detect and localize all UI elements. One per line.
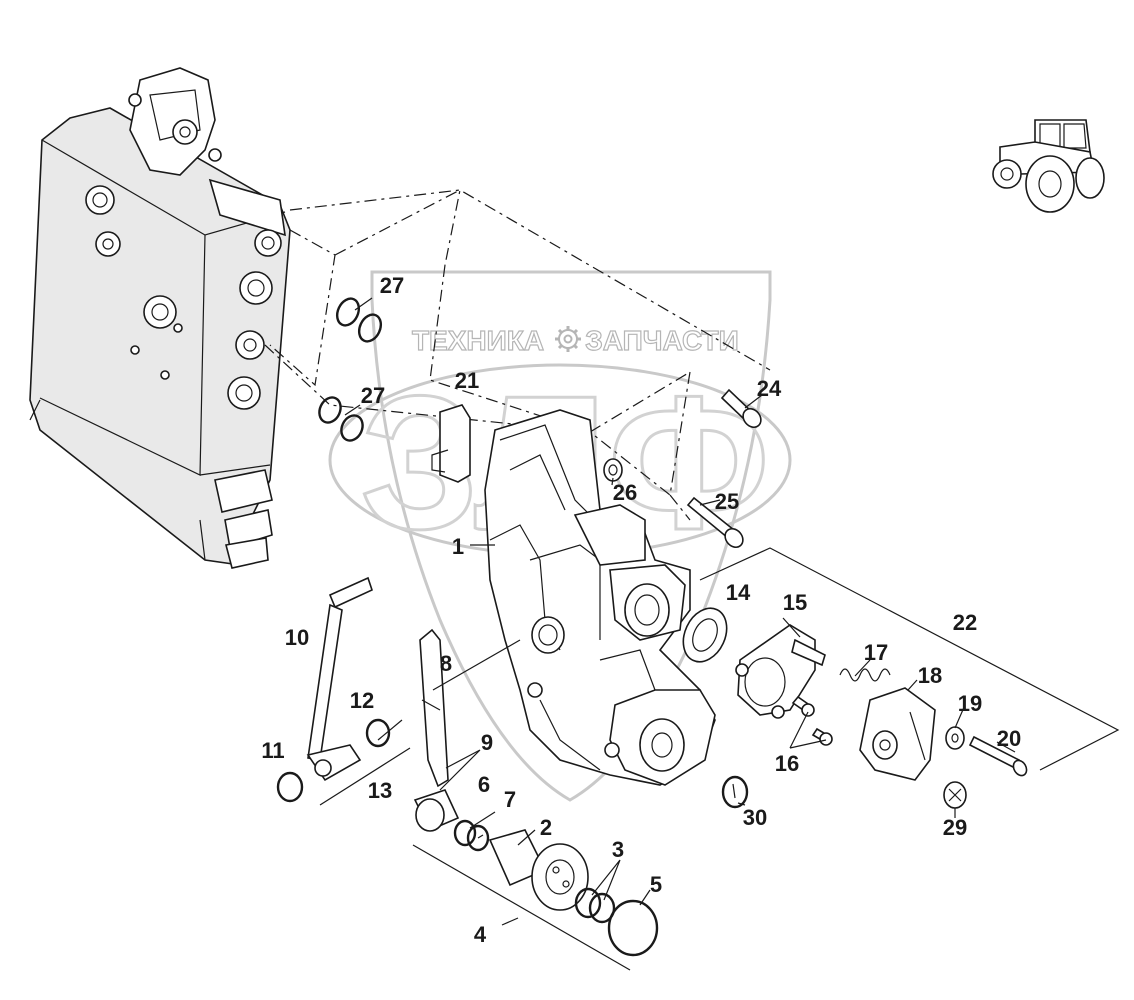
callout-15: 15: [783, 590, 807, 615]
leader-lines: [319, 297, 1120, 971]
o-rings-27-lower: [318, 396, 364, 442]
bolt-24: [720, 388, 762, 429]
spring-17: [839, 668, 891, 682]
o-ring-12: [365, 718, 391, 748]
callout-19: 19: [958, 691, 982, 716]
bushing-9: [413, 789, 460, 832]
callout-4: 4: [474, 922, 487, 947]
callout-2: 2: [540, 815, 552, 840]
o-ring-11: [276, 771, 304, 803]
callout-30: 30: [743, 805, 767, 830]
callout-10: 10: [285, 625, 309, 650]
callout-21: 21: [455, 368, 479, 393]
watermark-shield: [370, 270, 772, 802]
callout-13: 13: [368, 778, 392, 803]
o-rings-27-upper: [335, 297, 383, 343]
valve-block-assembly: [29, 67, 291, 569]
callout-9: 9: [481, 730, 493, 755]
piston-2: [488, 829, 589, 911]
washer-26: [603, 458, 623, 482]
callout-17: 17: [864, 640, 888, 665]
callout-5: 5: [650, 872, 662, 897]
bolt-25: [686, 496, 744, 549]
lever-10: [306, 576, 373, 782]
seal-21: [431, 404, 471, 483]
screws-16: [791, 695, 833, 746]
main-housing: [484, 409, 716, 786]
callout-6: 6: [478, 772, 490, 797]
callout-27-lower: 27: [361, 383, 385, 408]
rings-3: [574, 887, 616, 924]
washer-19: [945, 726, 965, 750]
cap-29: [943, 781, 967, 809]
callout-25: 25: [715, 489, 739, 514]
callout-24: 24: [757, 376, 782, 401]
tractor-icon: [992, 119, 1105, 213]
callout-3: 3: [612, 837, 624, 862]
callouts: 27 27 21 24 26 25 1 14 15 22 17 18 19 20…: [261, 273, 1021, 947]
callout-22: 22: [953, 610, 977, 635]
seal-14: [682, 607, 728, 663]
lever-8: [419, 628, 449, 788]
callout-14: 14: [726, 580, 751, 605]
watermark-left-word: ТЕХНИКА: [412, 325, 544, 356]
callout-7: 7: [504, 787, 516, 812]
watermark-right-word: ЗАПЧАСТИ: [585, 325, 738, 356]
rings-6-7: [453, 819, 490, 852]
callout-8: 8: [440, 651, 452, 676]
gear-icon: [555, 326, 581, 352]
callout-1: 1: [452, 534, 464, 559]
callout-12: 12: [350, 688, 374, 713]
callout-11: 11: [261, 738, 284, 763]
lever-18: [859, 687, 936, 781]
callout-26: 26: [613, 480, 637, 505]
plate-15: [735, 624, 826, 719]
ring-5: [607, 899, 659, 957]
callout-18: 18: [918, 663, 942, 688]
callout-16: 16: [775, 751, 799, 776]
callout-27-upper: 27: [380, 273, 404, 298]
bolt-20: [968, 735, 1028, 777]
callout-29: 29: [943, 815, 967, 840]
ring-30: [721, 775, 749, 809]
callout-20: 20: [997, 726, 1021, 751]
